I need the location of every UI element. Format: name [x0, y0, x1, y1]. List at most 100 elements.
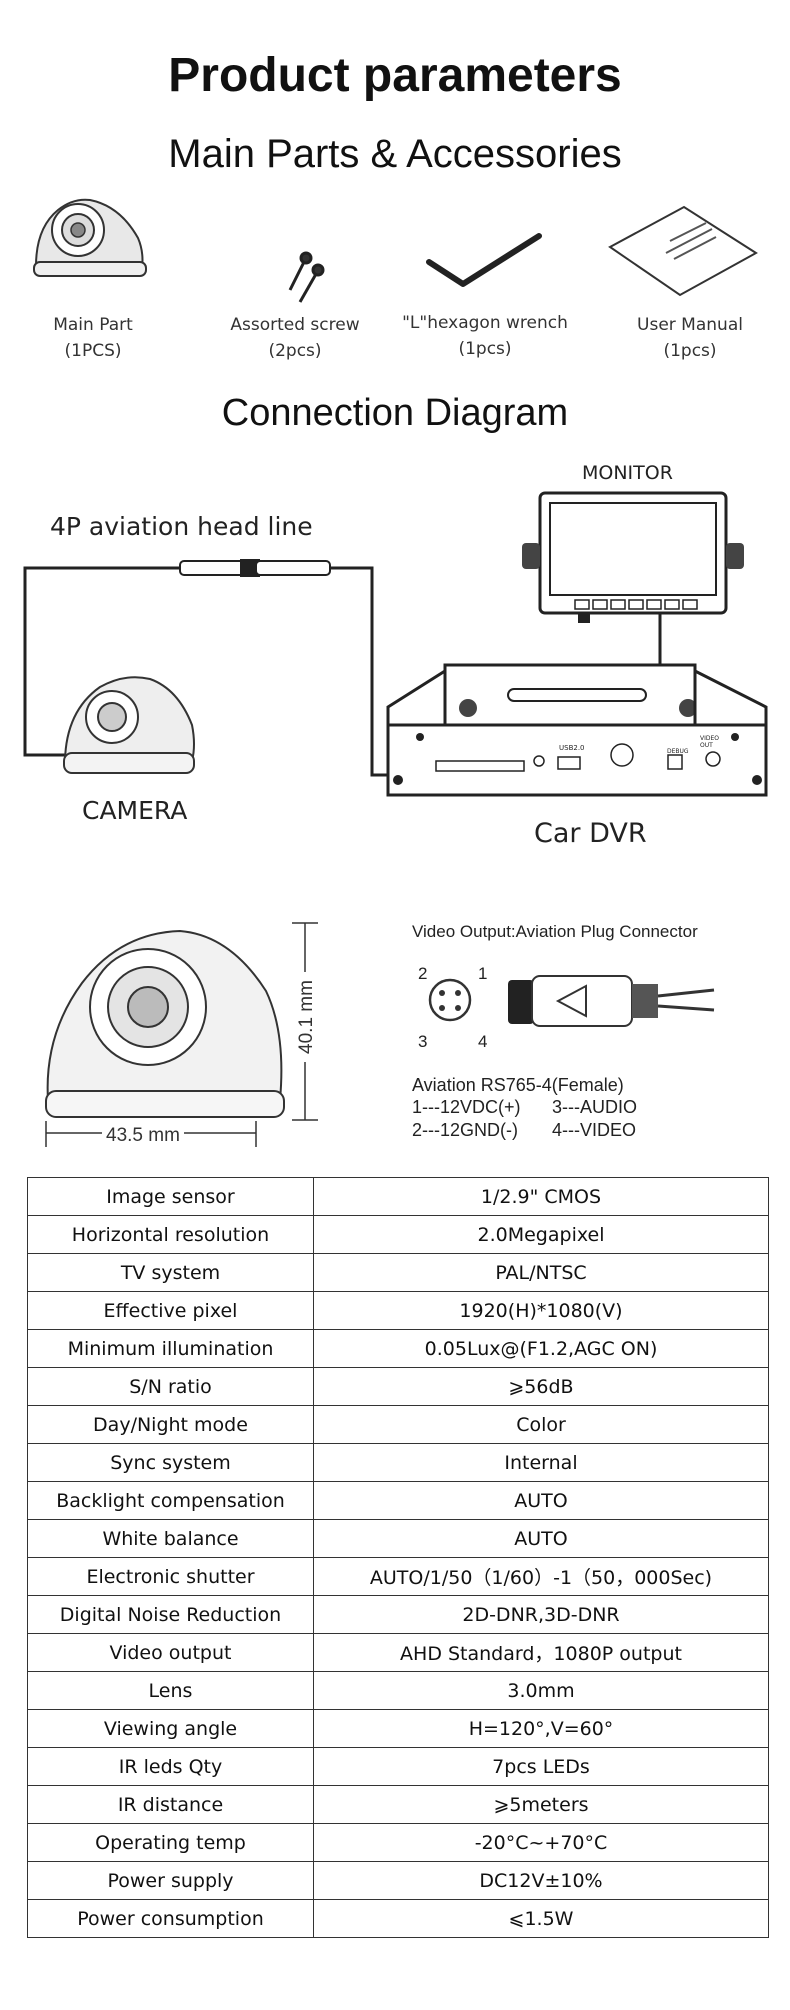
- spec-value: ⩾5meters: [313, 1785, 769, 1824]
- connector-model: Aviation RS765-4(Female): [412, 1075, 624, 1095]
- spec-value: AHD Standard，1080P output: [313, 1633, 769, 1672]
- spec-value: AUTO: [313, 1519, 769, 1558]
- spec-value: 0.05Lux@(F1.2,AGC ON): [313, 1329, 769, 1368]
- spec-name: Digital Noise Reduction: [27, 1595, 314, 1634]
- pin-4-label: 4---VIDEO: [552, 1120, 637, 1140]
- manual-icon: [608, 205, 758, 297]
- spec-name: Sync system: [27, 1443, 314, 1482]
- dvr-debug-label: DEBUG: [667, 748, 689, 755]
- camera-icon: [63, 676, 195, 774]
- spec-value: 2.0Megapixel: [313, 1215, 769, 1254]
- camera-label: CAMERA: [82, 796, 188, 825]
- width-dimension: 43.5 mm: [102, 1124, 184, 1148]
- spec-name: Minimum illumination: [27, 1329, 314, 1368]
- accessory-qty: (1pcs): [663, 341, 717, 361]
- spec-value: AUTO: [313, 1481, 769, 1520]
- spec-name: Day/Night mode: [27, 1405, 314, 1444]
- spec-value: 2D-DNR,3D-DNR: [313, 1595, 769, 1634]
- spec-value: H=120°,V=60°: [313, 1709, 769, 1748]
- pin-number-1: 1: [478, 964, 488, 983]
- dvr-video-out-label: VIDEO OUT: [700, 735, 720, 749]
- spec-name: IR leds Qty: [27, 1747, 314, 1786]
- accessory-manual: User Manual (1pcs): [610, 312, 770, 364]
- table-row: Power consumption⩽1.5W: [27, 1899, 769, 1938]
- accessory-main-part: Main Part (1PCS): [18, 312, 168, 364]
- height-dimension: 40.1 mm: [295, 972, 319, 1062]
- table-row: IR distance⩾5meters: [27, 1785, 769, 1824]
- dvr-label: Car DVR: [534, 818, 647, 849]
- spec-name: Backlight compensation: [27, 1481, 314, 1520]
- accessory-qty: (1PCS): [64, 341, 122, 361]
- spec-name: Image sensor: [27, 1177, 314, 1216]
- spec-name: Operating temp: [27, 1823, 314, 1862]
- spec-value: DC12V±10%: [313, 1861, 769, 1900]
- monitor-label: MONITOR: [582, 462, 673, 484]
- spec-value: Internal: [313, 1443, 769, 1482]
- accessory-screw: Assorted screw (2pcs): [210, 312, 380, 364]
- dvr-usb-label: USB2.0: [559, 744, 585, 752]
- screw-icon: [288, 251, 325, 303]
- accessory-wrench: "L"hexagon wrench (1pcs): [385, 310, 585, 362]
- spec-value: ⩾56dB: [313, 1367, 769, 1406]
- accessory-name: Main Part: [53, 315, 133, 335]
- accessory-name: Assorted screw: [230, 315, 360, 335]
- table-row: S/N ratio⩾56dB: [27, 1367, 769, 1406]
- spec-value: ⩽1.5W: [313, 1899, 769, 1938]
- spec-name: Video output: [27, 1633, 314, 1672]
- pin-number-3: 3: [418, 1032, 428, 1051]
- spec-name: TV system: [27, 1253, 314, 1292]
- accessory-qty: (1pcs): [458, 339, 512, 359]
- accessory-name: "L"hexagon wrench: [402, 313, 568, 333]
- table-row: Operating temp-20°C~+70°C: [27, 1823, 769, 1862]
- spec-name: Horizontal resolution: [27, 1215, 314, 1254]
- dome-camera-icon: [33, 198, 147, 277]
- spec-name: White balance: [27, 1519, 314, 1558]
- section-title-accessories: Main Parts & Accessories: [168, 132, 622, 176]
- accessory-name: User Manual: [637, 315, 743, 335]
- spec-name: Electronic shutter: [27, 1557, 314, 1596]
- hex-wrench-icon: [426, 233, 542, 287]
- monitor-icon: [522, 491, 744, 665]
- spec-name: Lens: [27, 1671, 314, 1710]
- connector-title: Video Output:Aviation Plug Connector: [412, 922, 698, 941]
- pin-1-label: 1---12VDC(+): [412, 1097, 521, 1117]
- dimension-drawing: [45, 922, 318, 1147]
- cable-label: 4P aviation head line: [50, 512, 313, 541]
- aviation-plug-icon: [428, 975, 715, 1027]
- spec-value: 1920(H)*1080(V): [313, 1291, 769, 1330]
- spec-value: Color: [313, 1405, 769, 1444]
- spec-value: PAL/NTSC: [313, 1253, 769, 1292]
- section-title-connection: Connection Diagram: [221, 392, 569, 434]
- spec-value: AUTO/1/50（1/60）-1（50，000Sec): [313, 1557, 769, 1596]
- spec-value: 1/2.9" CMOS: [313, 1177, 769, 1216]
- spec-value: 3.0mm: [313, 1671, 769, 1710]
- spec-name: IR distance: [27, 1785, 314, 1824]
- spec-value: -20°C~+70°C: [313, 1823, 769, 1862]
- accessory-qty: (2pcs): [268, 341, 322, 361]
- pin-number-4: 4: [478, 1032, 488, 1051]
- spec-name: Power consumption: [27, 1899, 314, 1938]
- spec-name: S/N ratio: [27, 1367, 314, 1406]
- cable-connector-icon: [179, 559, 331, 577]
- pin-3-label: 3---AUDIO: [552, 1097, 637, 1117]
- spec-name: Effective pixel: [27, 1291, 314, 1330]
- dvr-icon: [386, 663, 768, 797]
- spec-name: Viewing angle: [27, 1709, 314, 1748]
